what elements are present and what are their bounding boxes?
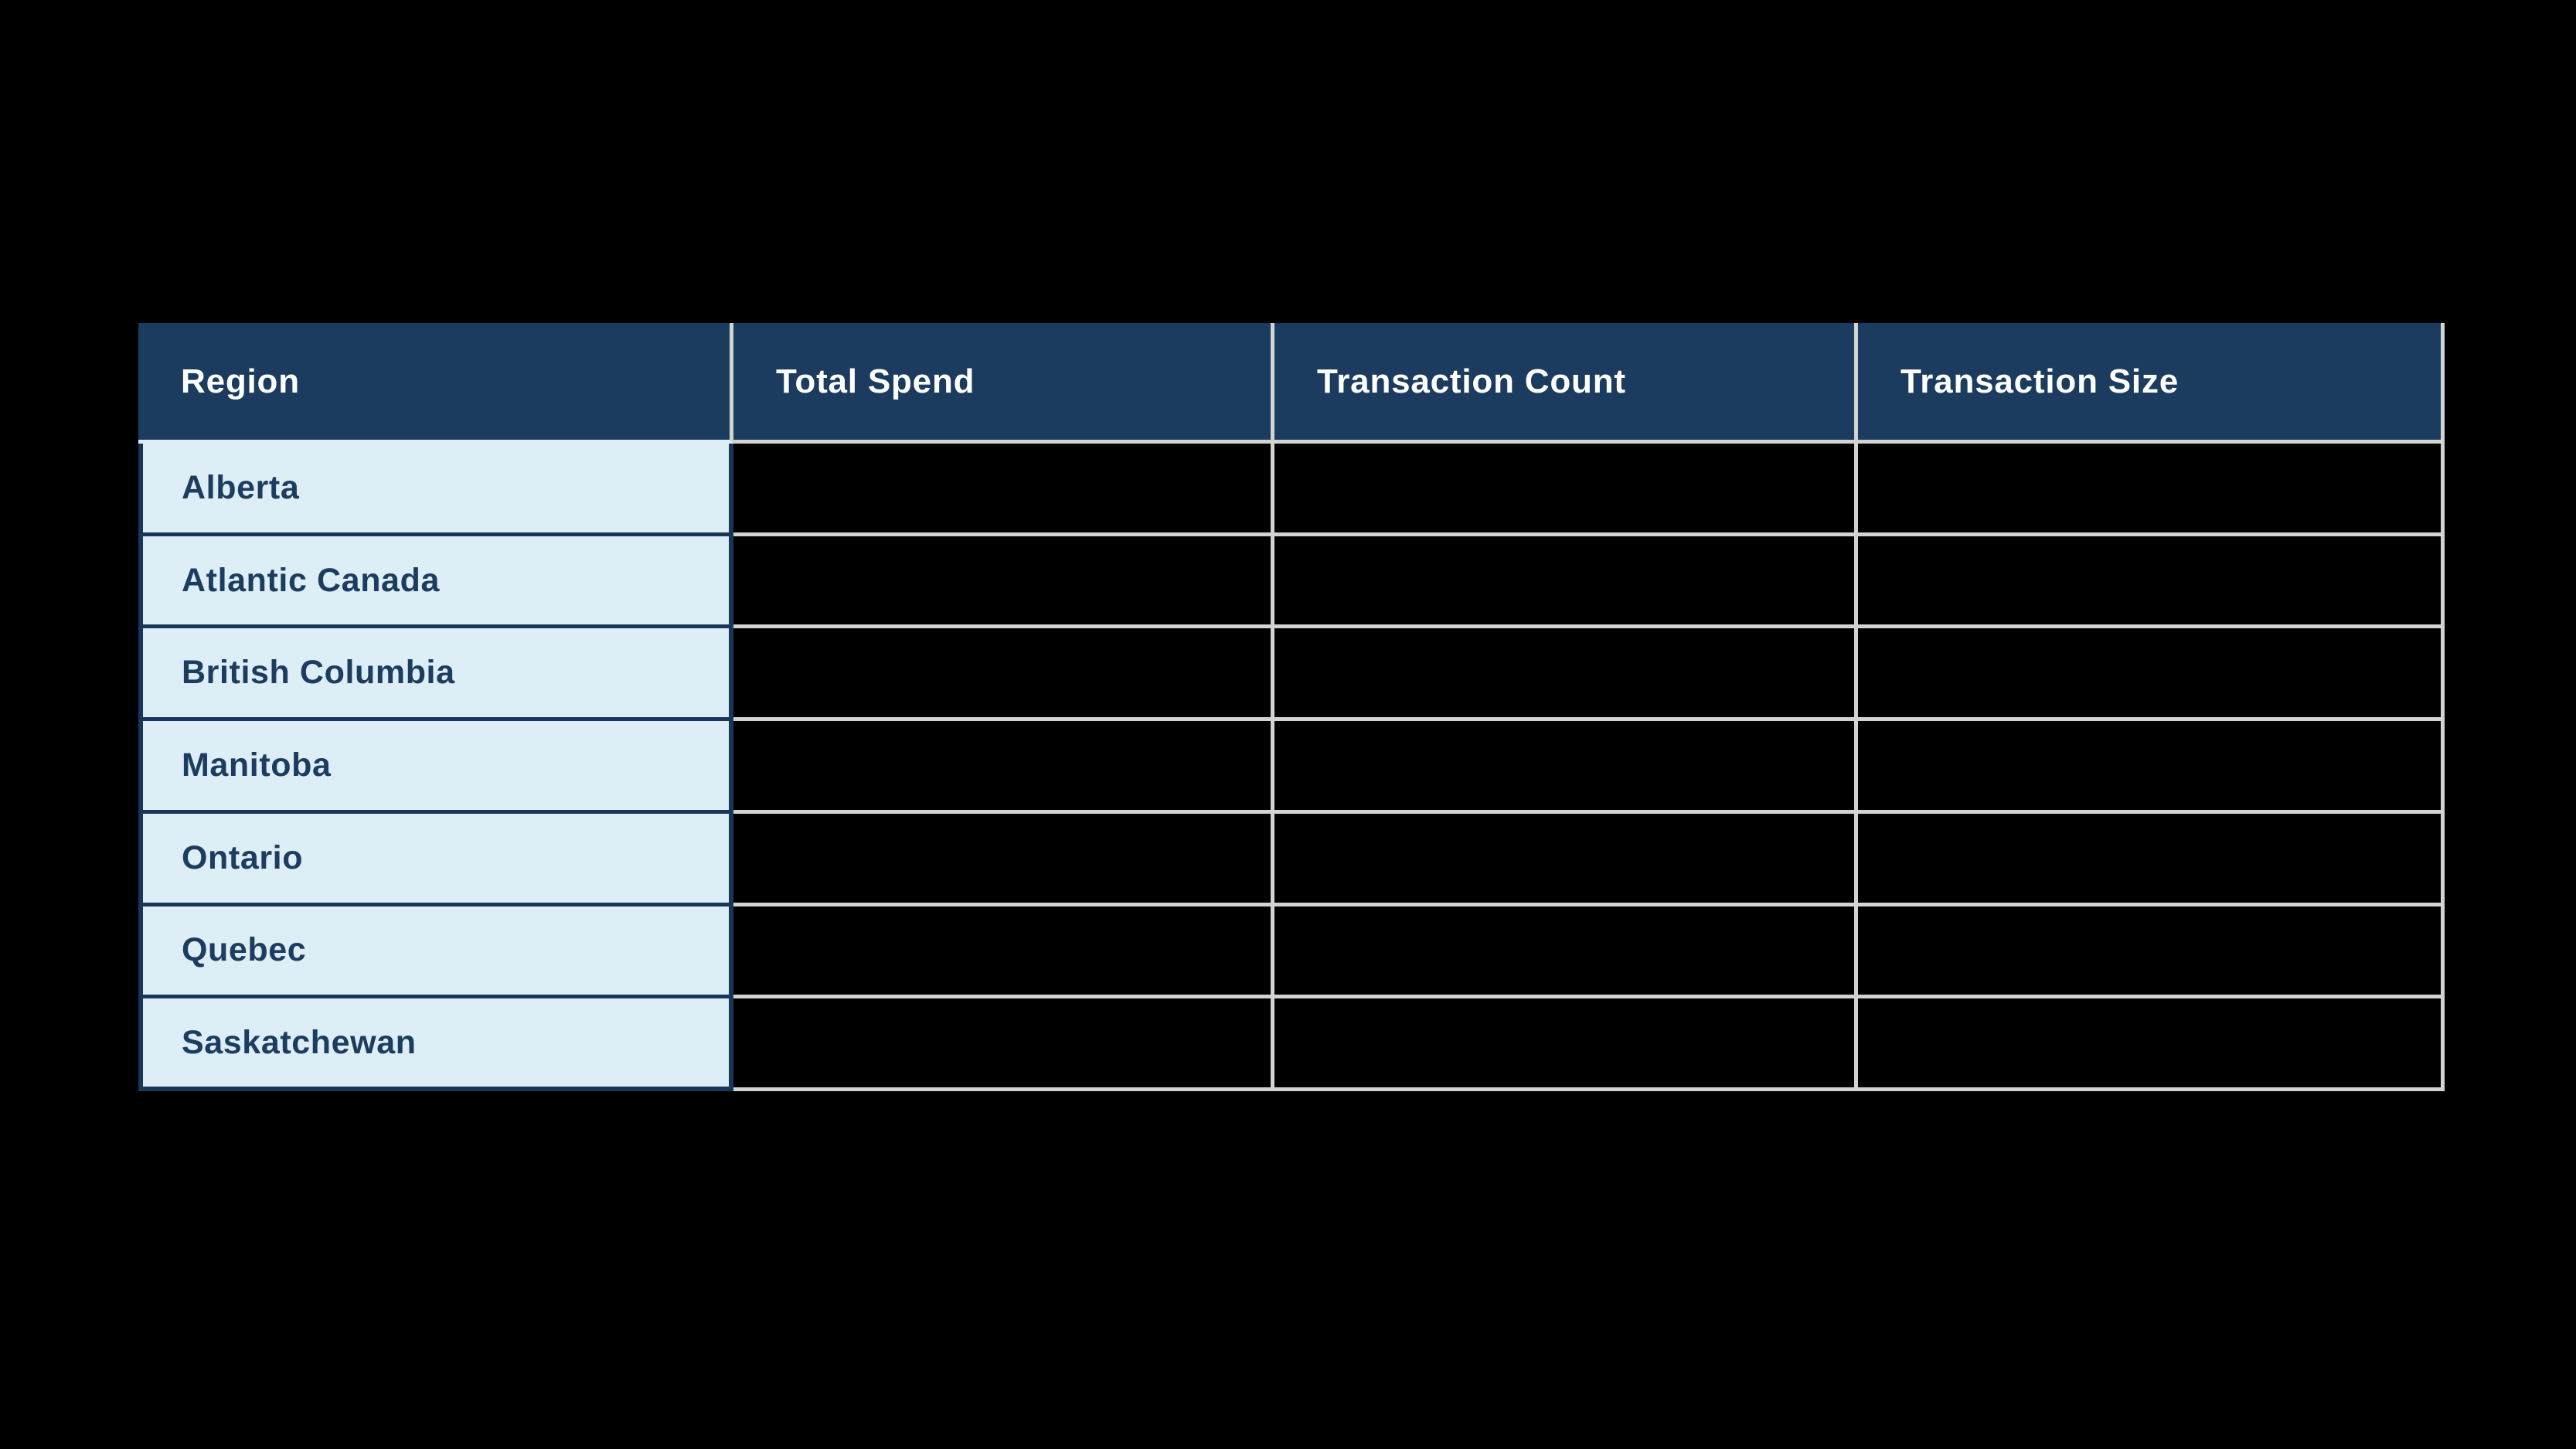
data-cell-total-spend	[733, 628, 1274, 722]
data-cell-transaction-count	[1274, 628, 1858, 722]
region-cell-ontario: Ontario	[138, 813, 733, 906]
data-cell-total-spend	[733, 536, 1274, 629]
region-cell-atlantic-canada: Atlantic Canada	[138, 536, 733, 629]
region-cell-quebec: Quebec	[138, 906, 733, 999]
region-cell-alberta: Alberta	[138, 444, 733, 536]
data-cell-transaction-count	[1274, 906, 1858, 999]
data-cell-total-spend	[733, 721, 1274, 814]
column-header-total-spend: Total Spend	[733, 323, 1274, 444]
column-header-transaction-size: Transaction Size	[1858, 323, 2445, 444]
data-cell-total-spend	[733, 906, 1274, 999]
data-cell-transaction-count	[1274, 813, 1858, 906]
column-header-region: Region	[138, 323, 733, 444]
data-cell-transaction-count	[1274, 536, 1858, 629]
data-cell-transaction-size	[1858, 628, 2445, 722]
regional-spend-table: Region Total Spend Transaction Count Tra…	[138, 323, 2445, 1091]
data-cell-transaction-size	[1858, 813, 2445, 906]
data-cell-transaction-count	[1274, 998, 1858, 1091]
data-cell-transaction-size	[1858, 536, 2445, 629]
data-cell-total-spend	[733, 998, 1274, 1091]
data-cell-transaction-count	[1274, 444, 1858, 536]
region-cell-manitoba: Manitoba	[138, 721, 733, 814]
column-header-transaction-count: Transaction Count	[1274, 323, 1858, 444]
data-cell-transaction-size	[1858, 444, 2445, 536]
region-cell-british-columbia: British Columbia	[138, 628, 733, 722]
data-cell-transaction-size	[1858, 906, 2445, 999]
data-cell-total-spend	[733, 444, 1274, 536]
data-cell-transaction-count	[1274, 721, 1858, 814]
data-cell-total-spend	[733, 813, 1274, 906]
region-cell-saskatchewan: Saskatchewan	[138, 998, 733, 1091]
data-cell-transaction-size	[1858, 721, 2445, 814]
data-cell-transaction-size	[1858, 998, 2445, 1091]
